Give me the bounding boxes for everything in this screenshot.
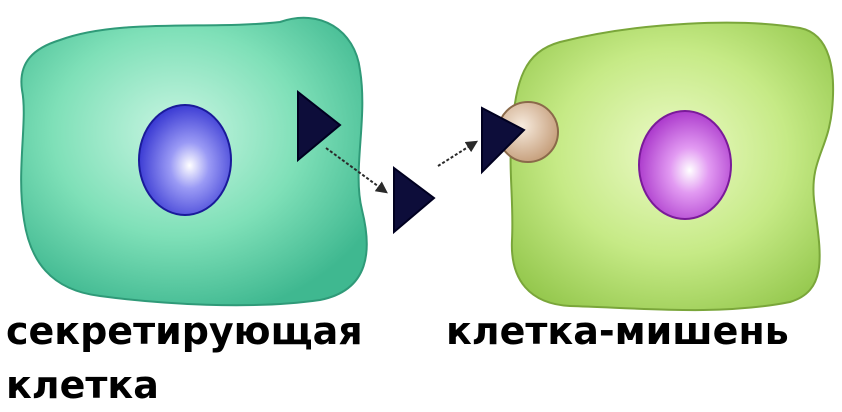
secreting-cell-label-line2: клетка bbox=[6, 366, 159, 404]
free-hormone-icon bbox=[394, 168, 434, 232]
target-nucleus bbox=[639, 111, 731, 219]
target-cell-label: клетка-мишень bbox=[446, 312, 789, 350]
binding-arrow bbox=[438, 142, 476, 166]
secreting-nucleus bbox=[139, 105, 231, 215]
secreting-cell-label-line1: секретирующая bbox=[6, 312, 363, 350]
